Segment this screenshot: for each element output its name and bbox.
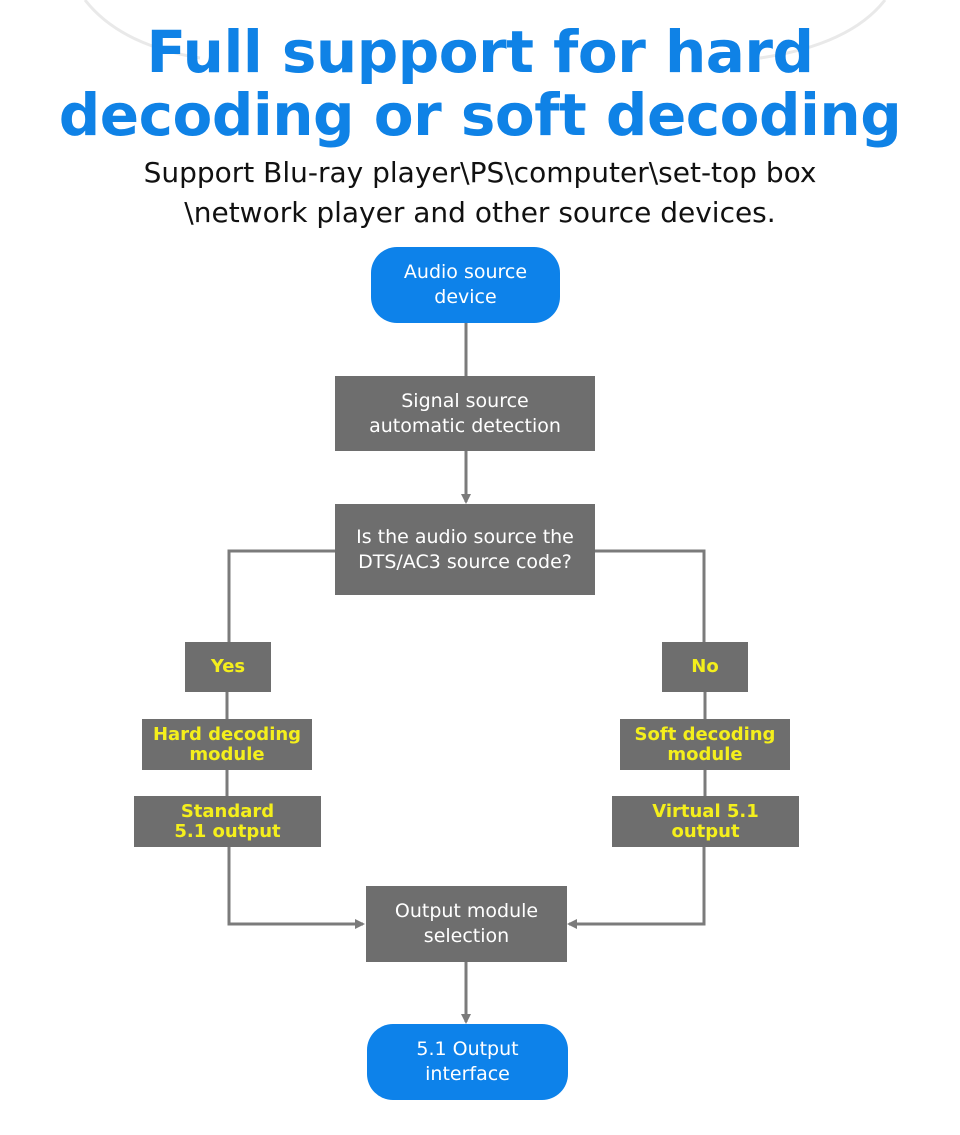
decision-label-line-1: Is the audio source the: [356, 525, 574, 548]
connector-virtual-to-selection: [567, 847, 706, 929]
virtual-output-node: Virtual 5.1 output: [612, 796, 799, 847]
yes-label: Yes: [210, 656, 246, 677]
hard-decoding-node: Hard decoding module: [142, 719, 312, 770]
decision-label-line-2: DTS/AC3 source code?: [358, 550, 572, 573]
connector-decision-to-no: [594, 549, 706, 642]
decorative-arc: [83, 0, 887, 60]
virtual-output-label-line-2: output: [671, 820, 740, 842]
soft-decoding-label-line-2: module: [667, 743, 743, 765]
standard-output-label-line-2: 5.1 output: [174, 820, 281, 842]
subtitle-line-2: \network player and other source devices…: [184, 196, 776, 229]
soft-decoding-label-line-1: Soft decoding: [634, 723, 776, 745]
output-interface-label-line-2: interface: [425, 1063, 510, 1085]
audio-source-label-line-2: device: [434, 286, 497, 308]
standard-output-label-line-1: Standard: [180, 800, 275, 822]
output-interface-label-line-1: 5.1 Output: [416, 1038, 519, 1060]
output-interface-node: 5.1 Output interface: [367, 1024, 568, 1100]
subtitle-line-1: Support Blu-ray player\PS\computer\set-t…: [143, 156, 817, 189]
virtual-output-label-line-1: Virtual 5.1: [652, 800, 759, 822]
connector-standard-to-selection: [227, 847, 365, 929]
page-title-line-2: decoding or soft decoding: [58, 81, 902, 149]
hard-decoding-label-line-2: module: [189, 743, 265, 765]
no-label: No: [691, 656, 719, 677]
audio-source-node: Audio source device: [371, 247, 560, 323]
signal-detection-label-line-2: automatic detection: [369, 414, 561, 437]
soft-decoding-node: Soft decoding module: [620, 719, 790, 770]
page-title-line-1: Full support for hard: [146, 18, 814, 86]
output-selection-node: Output module selection: [366, 886, 567, 962]
standard-output-node: Standard 5.1 output: [134, 796, 321, 847]
signal-detection-label-line-1: Signal source: [401, 389, 529, 412]
yes-branch-node: Yes: [185, 642, 271, 692]
decision-node: Is the audio source the DTS/AC3 source c…: [335, 504, 595, 595]
audio-source-label-line-1: Audio source: [403, 261, 528, 283]
hard-decoding-label-line-1: Hard decoding: [152, 723, 302, 745]
signal-detection-node: Signal source automatic detection: [335, 376, 595, 451]
no-branch-node: No: [662, 642, 748, 692]
connector-decision-to-yes: [227, 549, 335, 642]
output-selection-label-line-2: selection: [423, 925, 510, 947]
output-selection-label-line-1: Output module: [394, 900, 539, 922]
